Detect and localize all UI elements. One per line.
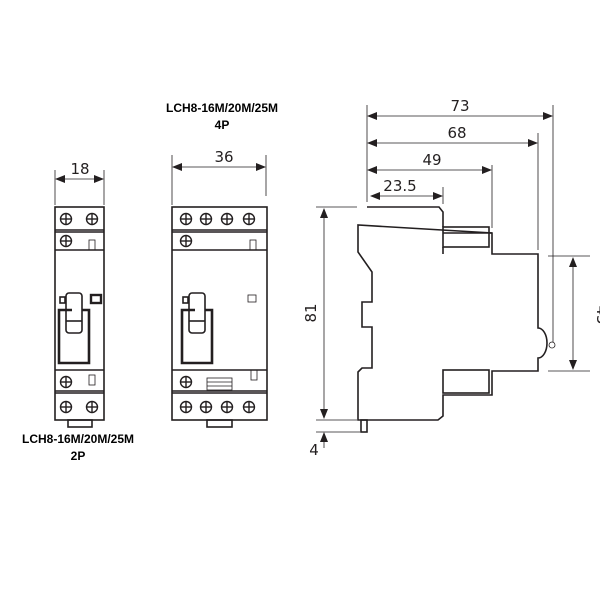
terminal-screw-icon	[85, 400, 99, 414]
terminal-screw-icon	[199, 400, 213, 414]
svg-text:81: 81	[302, 303, 320, 322]
terminal-screw-icon	[179, 375, 193, 389]
dimension-45: 45	[548, 255, 600, 372]
dimension-68: 68	[367, 124, 539, 250]
front-view-4p: LCH8-16M/20M/25M 4P 36	[166, 101, 278, 428]
terminal-screw-icon	[59, 234, 73, 248]
dimension-18: 18	[54, 160, 105, 205]
dimension-73: 73	[367, 97, 554, 342]
terminal-screw-icon	[242, 400, 256, 414]
svg-text:49: 49	[422, 151, 441, 169]
label-plate	[206, 377, 233, 391]
model-label-2p: LCH8-16M/20M/25M	[22, 432, 134, 446]
terminal-screw-icon	[199, 212, 213, 226]
model-label-4p: LCH8-16M/20M/25M	[166, 101, 278, 115]
terminal-screw-icon	[59, 212, 73, 226]
terminal-screw-icon	[220, 400, 234, 414]
dimension-49: 49	[367, 151, 493, 228]
indicator-window	[89, 293, 103, 305]
svg-text:73: 73	[450, 97, 469, 115]
terminal-screw-icon	[59, 375, 73, 389]
terminal-screw-icon	[179, 212, 193, 226]
terminal-screw-icon	[220, 212, 234, 226]
side-view: 73 68 49 23.5 81 4	[302, 97, 600, 459]
dimension-width-4p: 36	[214, 148, 233, 166]
dimension-23-5: 23.5	[370, 177, 444, 204]
dimension-width-2p: 18	[70, 160, 89, 178]
dimension-36: 36	[171, 148, 267, 205]
front-view-2p: 18 LCH8-16M/20M/25M 2P	[22, 160, 134, 463]
svg-text:68: 68	[447, 124, 466, 142]
poles-label-4p: 4P	[215, 118, 230, 132]
poles-label-2p: 2P	[71, 449, 86, 463]
svg-text:4: 4	[309, 441, 319, 459]
terminal-screw-icon	[242, 212, 256, 226]
terminal-screw-icon	[59, 400, 73, 414]
handle-icon	[180, 292, 214, 365]
terminal-screw-icon	[179, 400, 193, 414]
handle-icon	[57, 292, 91, 365]
dimension-81: 81	[302, 206, 357, 421]
terminal-screw-icon	[85, 212, 99, 226]
svg-text:23.5: 23.5	[383, 177, 416, 195]
dimension-4: 4	[309, 431, 360, 459]
din-clip	[360, 419, 368, 433]
svg-text:45: 45	[593, 305, 600, 324]
indicator-window	[247, 294, 257, 303]
terminal-screw-icon	[179, 234, 193, 248]
